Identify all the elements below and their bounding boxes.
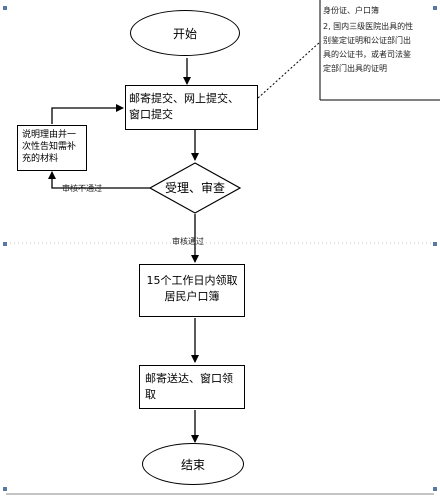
note-leader-line: [257, 41, 321, 99]
review-label: 受理、审查: [164, 181, 225, 195]
handle-right-bottom: [433, 487, 437, 491]
submit-node: 邮寄提交、网上提交、 窗口提交: [125, 85, 258, 130]
note-box: 身份证、户口簿 2, 国内三级医院出具的性 别鉴定证明和公证部门出 具的公证书，…: [323, 4, 439, 98]
supplement-label: 说明理由并一次性告知需补充的材料: [22, 130, 77, 164]
handle-left-mid: [3, 242, 7, 246]
deliver-label: 邮寄送达、窗口领取: [145, 372, 233, 401]
handle-right-mid: [433, 242, 437, 246]
handle-left-top: [3, 6, 7, 10]
handle-right-top: [433, 6, 437, 10]
note-line-3: 别鉴定证明和公证部门出: [323, 36, 411, 45]
issue-label: 15个工作日内领取居民户口簿: [146, 274, 238, 303]
note-line-1: 身份证、户口簿: [323, 6, 379, 15]
end-label: 结束: [180, 457, 205, 472]
issue-node: 15个工作日内领取居民户口簿: [139, 264, 245, 317]
supplement-node: 说明理由并一次性告知需补充的材料: [17, 125, 87, 171]
submit-label-line2: 窗口提交: [129, 108, 173, 121]
arrow-supplement-to-submit: [51, 104, 124, 124]
arrow-review-to-supplement: [48, 171, 150, 189]
submit-label-line1: 邮寄提交、网上提交、: [129, 92, 239, 105]
approved-label: 审核通过: [172, 237, 204, 246]
end-node: 结束: [142, 443, 244, 485]
start-node: 开始: [130, 10, 240, 56]
review-diamond: [148, 162, 242, 214]
handle-left-bottom: [3, 487, 7, 491]
start-label: 开始: [172, 26, 197, 41]
deliver-node: 邮寄送达、窗口领取: [139, 365, 245, 409]
note-line-2: 2, 国内三级医院出具的性: [323, 22, 414, 31]
note-line-4: 具的公证书，或者司法鉴: [323, 50, 411, 59]
note-line-5: 定部门出具的证明: [323, 64, 387, 73]
rejected-label: 审核不通过: [62, 184, 102, 193]
